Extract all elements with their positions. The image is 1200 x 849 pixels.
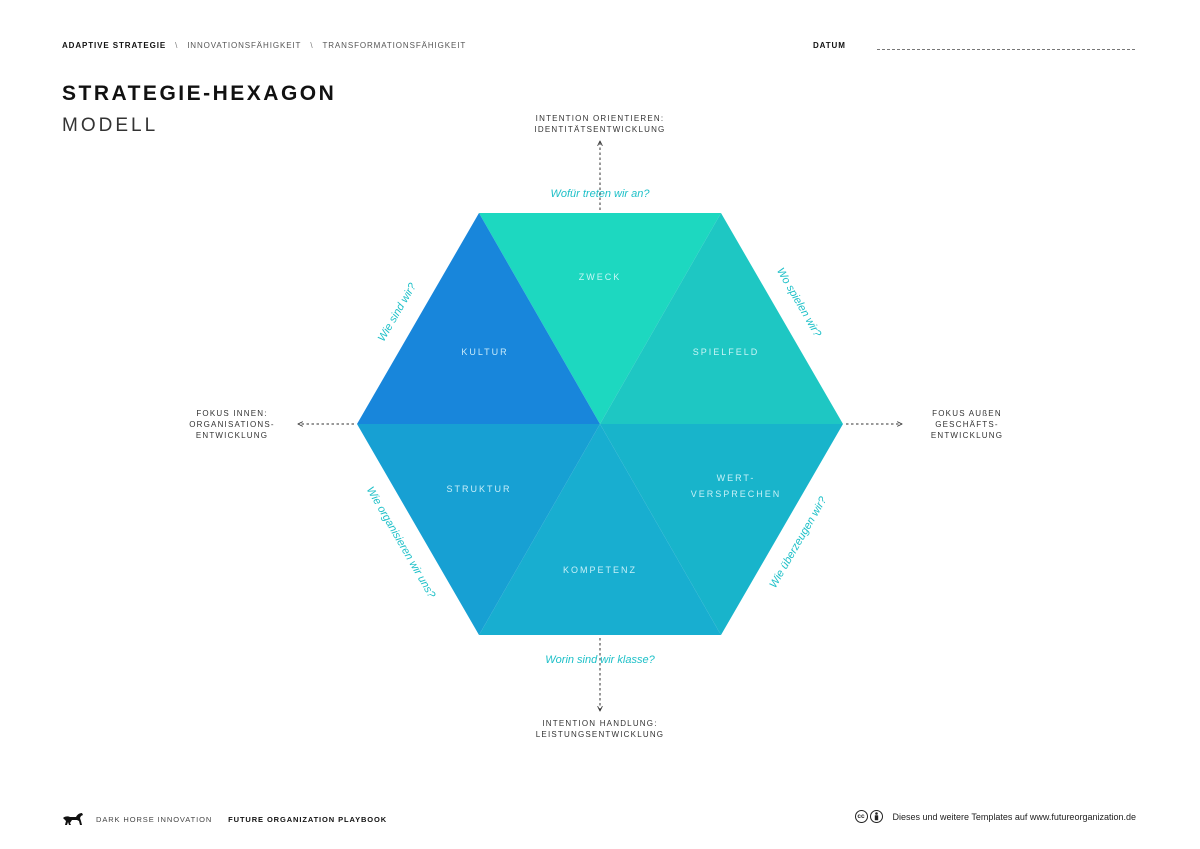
segment-label-wertversprechen-line1: WERT- (717, 473, 756, 483)
page-title: STRATEGIE-HEXAGON (62, 82, 337, 105)
breadcrumb-separator: \ (175, 41, 179, 50)
segment-wertversprechen[interactable] (600, 424, 843, 635)
breadcrumb-separator: \ (310, 41, 314, 50)
axis-label-top-line1: INTENTION ORIENTIEREN: (536, 114, 665, 123)
segment-zweck[interactable] (479, 213, 721, 424)
page-subtitle: MODELL (62, 115, 159, 136)
segment-label-spielfeld: SPIELFELD (693, 347, 760, 357)
date-label: DATUM (813, 41, 846, 50)
breadcrumb: ADAPTIVE STRATEGIE \ INNOVATIONSFÄHIGKEIT \… (62, 41, 466, 50)
breadcrumb-item-innovationsfaehigkeit[interactable]: INNOVATIONSFÄHIGKEIT (187, 41, 302, 50)
cc-icon: cc (854, 810, 868, 823)
date-field[interactable] (877, 49, 1135, 50)
footer-credit: cc Dieses und weitere Templates auf www.… (854, 810, 1136, 823)
segment-kompetenz[interactable] (479, 424, 721, 635)
segment-label-zweck: ZWECK (579, 272, 622, 282)
axis-label-right-line2: GESCHÄFTS- (935, 420, 999, 429)
playbook-name: FUTURE ORGANIZATION PLAYBOOK (228, 814, 388, 824)
axis-label-right-line1: FOKUS AUßEN (932, 409, 1002, 418)
segment-spielfeld[interactable] (600, 213, 843, 424)
segment-kultur[interactable] (357, 213, 600, 424)
by-icon (869, 810, 883, 823)
axis-label-left-line1: FOKUS INNEN: (196, 409, 267, 418)
axis-label-bottom-line1: INTENTION HANDLUNG: (542, 719, 657, 728)
breadcrumb-item-transformationsfaehigkeit[interactable]: TRANSFORMATIONSFÄHIGKEIT (322, 41, 467, 50)
segment-label-kompetenz: KOMPETENZ (563, 565, 637, 575)
axis-label-bottom-line2: LEISTUNGSENTWICKLUNG (536, 730, 664, 739)
credit-text[interactable]: Dieses und weitere Templates auf www.fut… (892, 811, 1136, 822)
segment-label-wertversprechen-line2: VERSPRECHEN (691, 489, 782, 499)
footer-brand: DARK HORSE INNOVATION FUTURE ORGANIZATIO… (62, 812, 387, 826)
segment-struktur[interactable] (357, 424, 600, 635)
axis-label-left-line2: ORGANISATIONS- (189, 420, 275, 429)
brand-name: DARK HORSE INNOVATION (96, 814, 213, 824)
horse-logo-icon (63, 813, 83, 825)
breadcrumb-item-adaptive-strategie[interactable]: ADAPTIVE STRATEGIE (62, 41, 167, 50)
axis-label-right-line3: ENTWICKLUNG (931, 431, 1003, 440)
segment-label-kultur: KULTUR (461, 347, 508, 357)
axis-label-left-line3: ENTWICKLUNG (196, 431, 268, 440)
axis-label-top-line2: IDENTITÄTSENTWICKLUNG (535, 125, 666, 134)
segment-label-struktur: STRUKTUR (447, 484, 512, 494)
